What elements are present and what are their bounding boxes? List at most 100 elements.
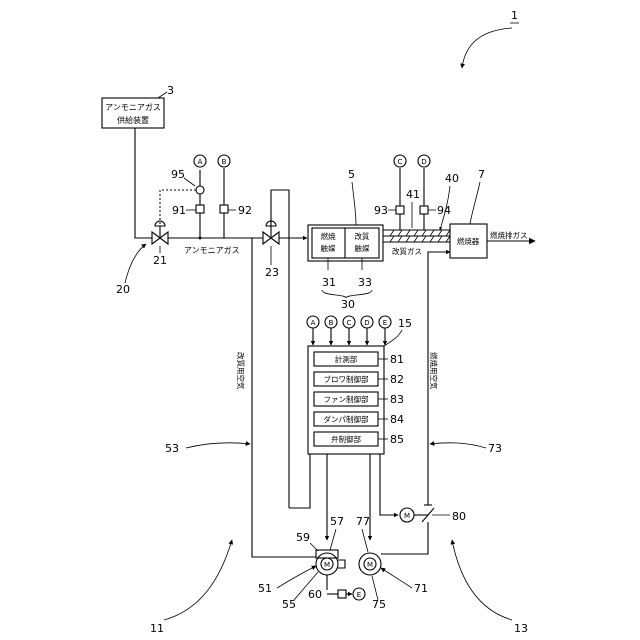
ref-71: 71 [381, 568, 428, 595]
svg-text:A: A [198, 158, 203, 166]
ref-1: 1 [462, 9, 519, 68]
ref-30-group: 31 33 30 [322, 258, 372, 311]
svg-text:83: 83 [390, 393, 404, 406]
svg-text:75: 75 [372, 598, 386, 611]
svg-text:60: 60 [308, 588, 322, 601]
ref-73: 73 [430, 442, 502, 455]
ref-40: 40 [440, 172, 459, 230]
svg-text:ダンパ制御部: ダンパ制御部 [324, 414, 369, 424]
ref-53: 53 [165, 442, 250, 455]
svg-text:85: 85 [390, 433, 404, 446]
supply-pipe [135, 128, 152, 238]
svg-text:13: 13 [514, 622, 528, 635]
svg-text:供給装置: 供給装置 [117, 115, 149, 125]
burner-7: 燃焼器 [450, 224, 487, 258]
reforming-air-label: 改質用空気 [236, 352, 246, 390]
sensor-94: D 94 [418, 155, 451, 230]
svg-text:84: 84 [390, 413, 404, 426]
svg-text:30: 30 [341, 298, 355, 311]
svg-text:59: 59 [296, 531, 310, 544]
reformer-5: 燃焼 触媒 改質 触媒 [308, 225, 383, 261]
valve-21-icon [152, 221, 168, 244]
damper-ctrl-line [380, 454, 398, 515]
svg-text:M: M [324, 561, 330, 569]
svg-text:M: M [367, 561, 373, 569]
svg-text:41: 41 [406, 188, 420, 201]
svg-text:5: 5 [348, 168, 355, 181]
svg-text:33: 33 [358, 276, 372, 289]
svg-text:C: C [347, 319, 352, 327]
ammonia-gas-label: アンモニアガス [184, 245, 240, 255]
svg-text:20: 20 [116, 283, 130, 296]
blower-51-icon: M [316, 550, 345, 575]
controller-inputs: A B C D E [307, 316, 391, 345]
ref-41: 41 [406, 188, 420, 228]
svg-text:A: A [311, 319, 316, 327]
svg-text:計測部: 計測部 [335, 354, 358, 364]
svg-text:触媒: 触媒 [355, 243, 370, 253]
ref-20: 20 [116, 244, 146, 296]
damper-motor-icon: M [400, 505, 434, 522]
svg-text:55: 55 [282, 598, 296, 611]
svg-text:3: 3 [167, 84, 174, 97]
reformed-gas-pipe-41 [383, 230, 450, 242]
svg-text:51: 51 [258, 582, 272, 595]
sensor-93: C 93 [374, 155, 406, 230]
blower-outlet-pipe [252, 545, 316, 557]
svg-text:E: E [357, 591, 361, 599]
svg-text:57: 57 [330, 515, 344, 528]
ref-80: 80 [452, 510, 466, 523]
svg-text:C: C [398, 158, 403, 166]
reformed-gas-label: 改質ガス [392, 246, 422, 256]
svg-text:73: 73 [488, 442, 502, 455]
svg-text:B: B [329, 319, 334, 327]
ref-5: 5 [348, 168, 356, 225]
svg-text:82: 82 [390, 373, 404, 386]
svg-text:D: D [421, 158, 426, 166]
svg-text:77: 77 [356, 515, 370, 528]
svg-text:71: 71 [414, 582, 428, 595]
exhaust-label: 燃焼排ガス [490, 230, 528, 240]
svg-text:触媒: 触媒 [321, 243, 336, 253]
ref-13: 13 [452, 540, 528, 635]
controller-15: 計測部 ブロワ制御部 ファン制御部 ダンパ制御部 弁制御部 [308, 346, 384, 454]
svg-text:弁制御部: 弁制御部 [331, 434, 361, 444]
ref-77: 77 [356, 515, 370, 552]
svg-text:40: 40 [445, 172, 459, 185]
svg-text:31: 31 [322, 276, 336, 289]
svg-text:1: 1 [511, 9, 518, 22]
sensor-60: E 60 [308, 575, 365, 601]
svg-text:M: M [404, 512, 410, 520]
ref-57: 57 [330, 515, 344, 550]
svg-text:91: 91 [172, 204, 186, 217]
svg-text:燃焼器: 燃焼器 [457, 236, 480, 246]
ref-21: 21 [153, 254, 167, 267]
svg-text:95: 95 [171, 168, 185, 181]
svg-text:アンモニアガス: アンモニアガス [105, 102, 161, 112]
svg-text:11: 11 [150, 622, 164, 635]
fan-71-icon: M [359, 522, 428, 575]
svg-text:改質: 改質 [355, 231, 370, 241]
svg-text:7: 7 [478, 168, 485, 181]
ref-11: 11 [150, 540, 232, 635]
ref-7: 7 [470, 168, 485, 224]
svg-text:92: 92 [238, 204, 252, 217]
svg-text:燃焼: 燃焼 [321, 231, 336, 241]
svg-text:15: 15 [398, 317, 412, 330]
sensor-92: B 92 [218, 155, 252, 238]
svg-text:E: E [383, 319, 387, 327]
ref-75: 75 [372, 576, 386, 611]
svg-text:D: D [364, 319, 369, 327]
sensor-91: 91 [172, 194, 204, 240]
ammonia-supply-device: アンモニアガス 供給装置 [102, 98, 164, 128]
svg-text:94: 94 [437, 204, 451, 217]
ref-59: 59 [296, 531, 318, 551]
svg-text:ブロワ制御部: ブロワ制御部 [324, 374, 369, 384]
valve-ctrl-out-line [289, 454, 310, 508]
ref-23: 23 [265, 266, 279, 279]
combustion-air-label: 燃焼用空気 [429, 352, 439, 390]
ref-3: 3 [158, 84, 174, 98]
svg-text:93: 93 [374, 204, 388, 217]
svg-text:B: B [222, 158, 227, 166]
